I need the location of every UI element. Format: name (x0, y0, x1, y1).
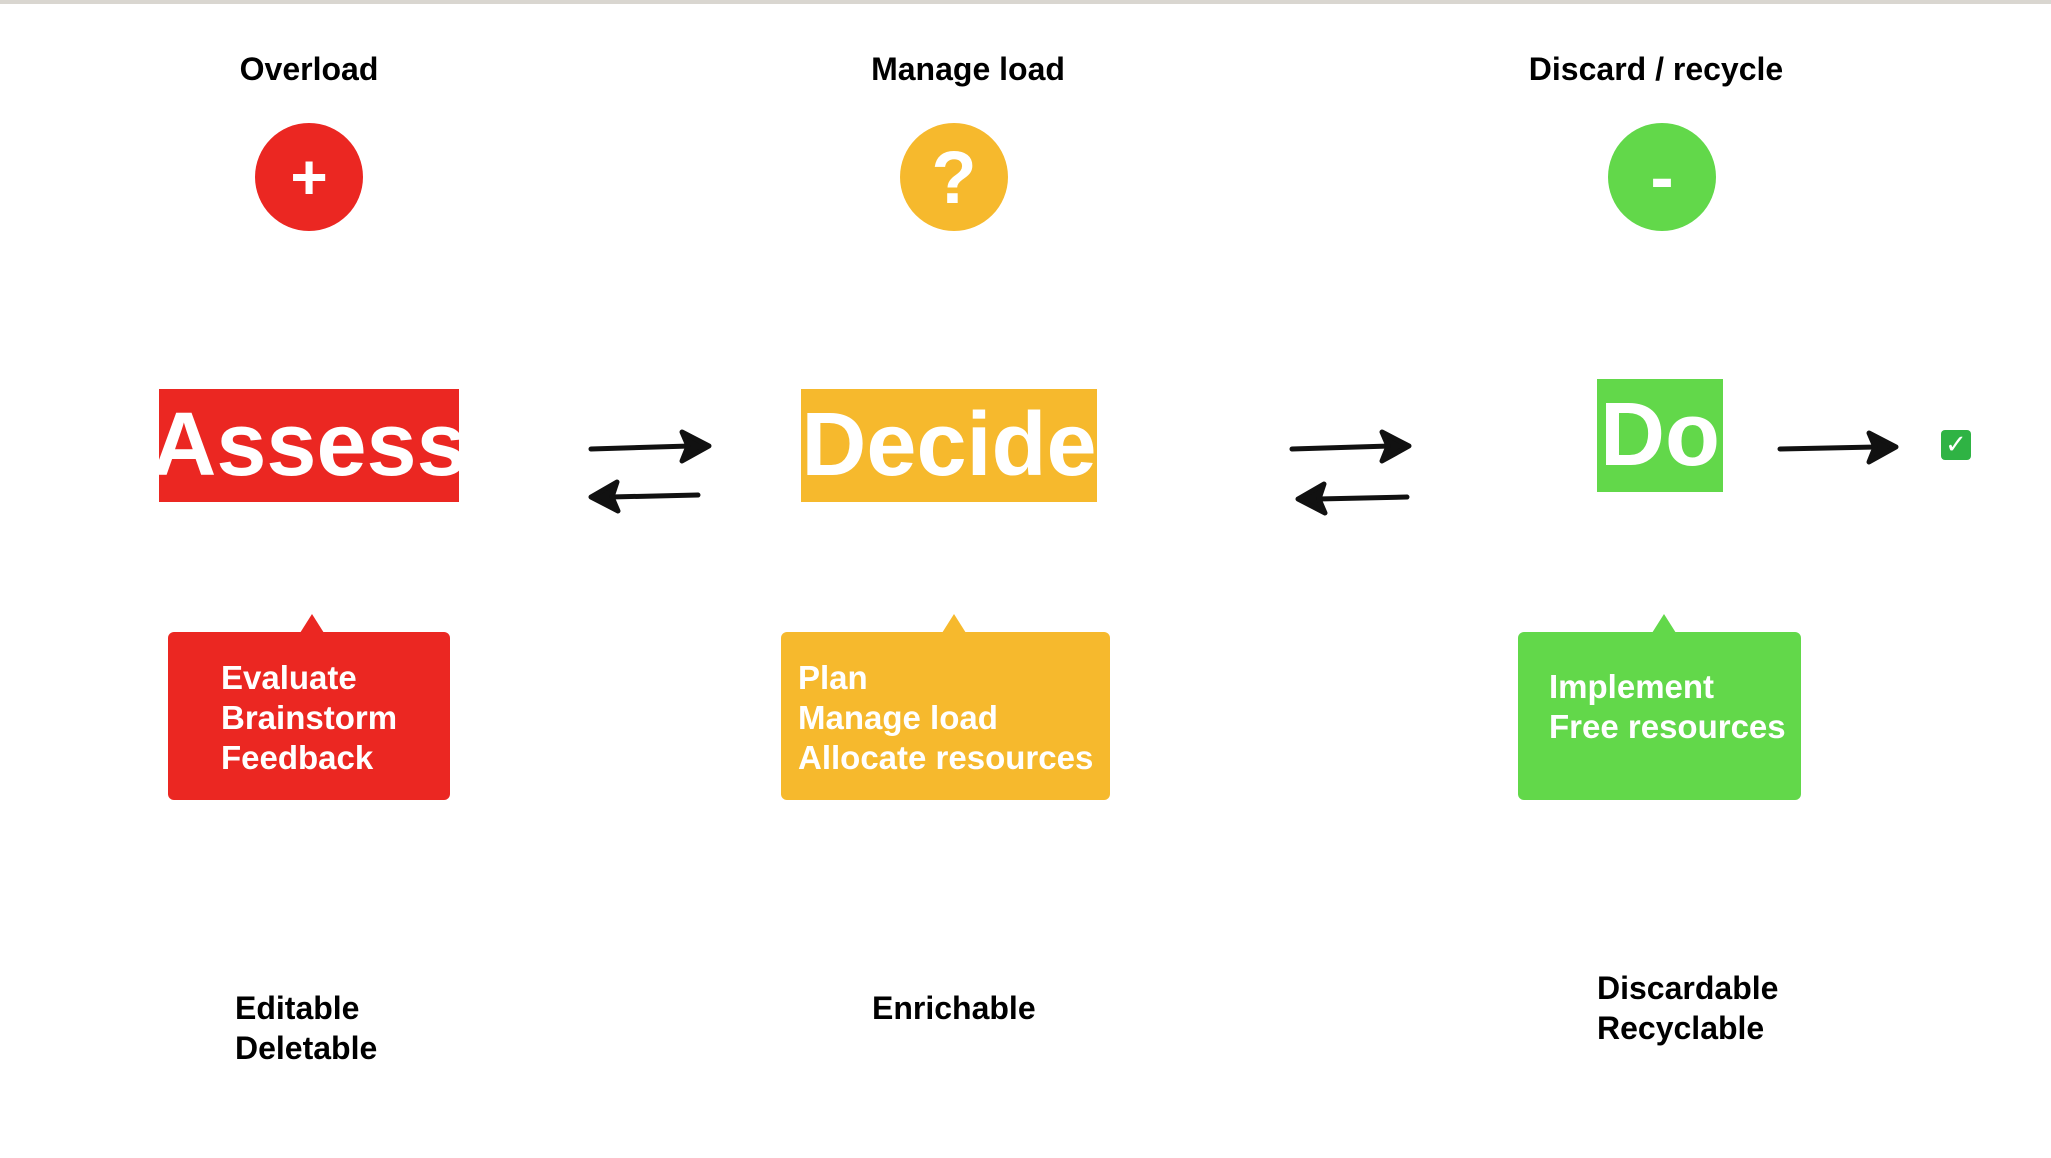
properties-decide: Enrichable (872, 988, 1036, 1028)
callout-line: Evaluate (221, 659, 357, 696)
callout-line: Plan (798, 659, 868, 696)
stage-assess: Assess (151, 389, 467, 502)
callout-line: Free resources (1549, 708, 1786, 745)
property-label: Editable (235, 990, 360, 1026)
arrow-assess-to-decide (588, 429, 712, 464)
minus-symbol: - (1650, 138, 1674, 216)
callout-line: Allocate resources (798, 739, 1094, 776)
check-mark-icon: ✓ (1941, 430, 1971, 460)
property-label: Discardable (1597, 970, 1779, 1006)
top-border (0, 0, 2051, 4)
arrow-decide-to-do (1289, 429, 1412, 464)
callout-line: Feedback (221, 739, 374, 776)
callout-line: Manage load (798, 699, 998, 736)
column-title-overload: Overload (239, 51, 379, 87)
properties-do: Discardable Recyclable (1597, 968, 1778, 1048)
question-symbol: ? (931, 135, 977, 219)
properties-assess: Editable Deletable (235, 988, 377, 1068)
arrow-decide-to-assess (588, 479, 701, 514)
question-icon: ? (900, 123, 1008, 231)
plus-icon: + (255, 123, 363, 231)
stage-do: Do (1597, 379, 1723, 492)
callout-assess: Evaluate Brainstorm Feedback (168, 614, 450, 800)
callout-pointer (1652, 614, 1676, 633)
callout-pointer (942, 614, 966, 633)
arrow-do-to-decide (1295, 481, 1410, 516)
property-label: Enrichable (872, 990, 1036, 1026)
minus-icon: - (1608, 123, 1716, 231)
stage-decide: Decide (801, 389, 1097, 502)
column-title-manage-load: Manage load (871, 51, 1065, 87)
check-symbol: ✓ (1945, 430, 1967, 460)
callout-decide: Plan Manage load Allocate resources (781, 614, 1110, 800)
property-label: Deletable (235, 1030, 378, 1066)
callout-line: Brainstorm (221, 699, 398, 736)
callout-pointer (300, 614, 324, 633)
arrow-do-to-done (1777, 430, 1899, 465)
callout-line: Implement (1549, 668, 1715, 705)
callout-do: Implement Free resources (1518, 614, 1801, 800)
property-label: Recyclable (1597, 1010, 1765, 1046)
plus-symbol: + (290, 141, 328, 213)
column-title-discard-recycle: Discard / recycle (1528, 51, 1784, 87)
